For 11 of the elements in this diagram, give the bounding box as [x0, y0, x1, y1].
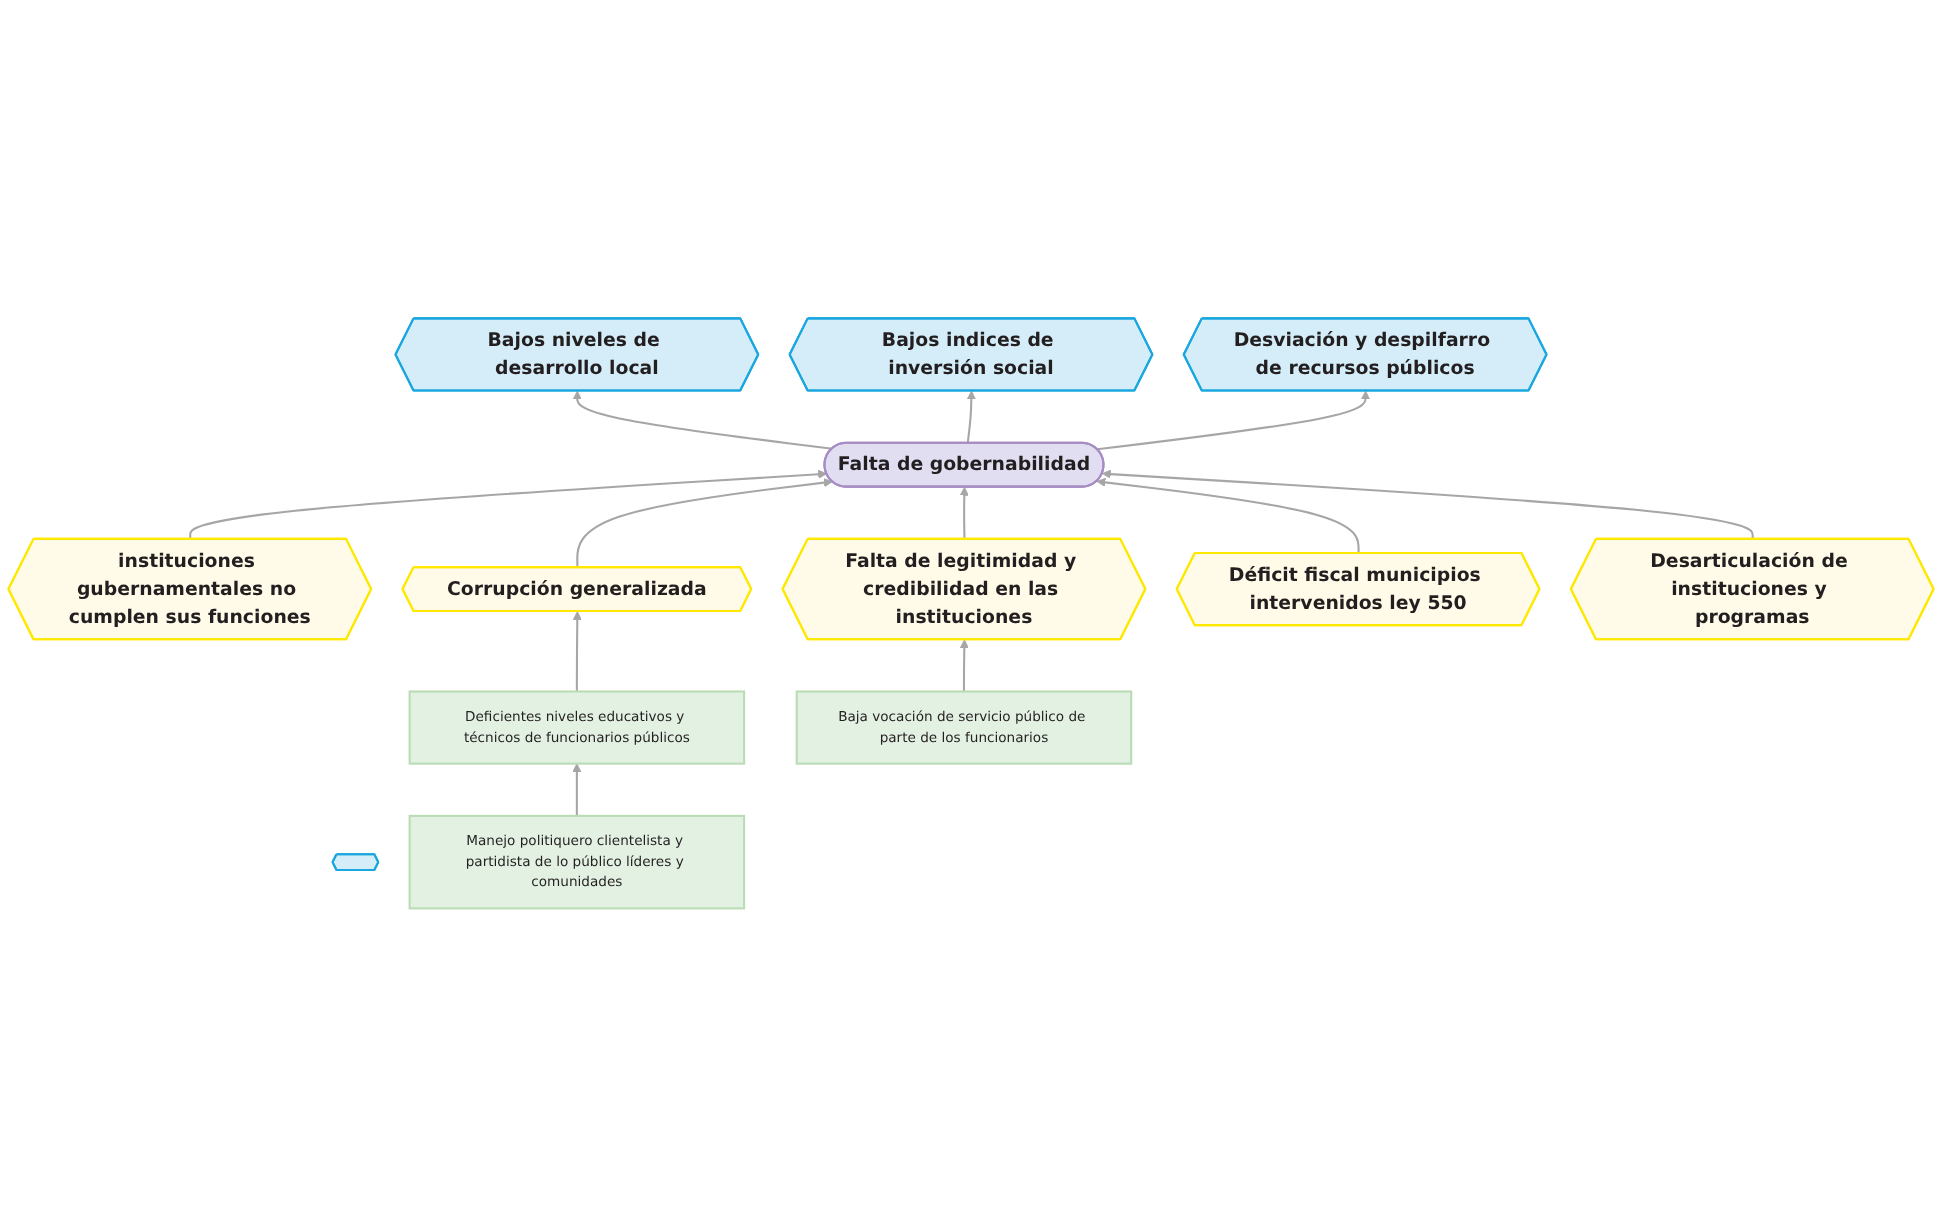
arrow: [572, 763, 582, 817]
arrow: [959, 487, 969, 541]
arrow: [1101, 470, 1754, 541]
arrow: [1097, 391, 1371, 451]
arrow: [572, 391, 833, 451]
arrow: [572, 611, 582, 693]
arrow: [189, 470, 828, 541]
arrow: [966, 391, 976, 444]
arrow: [1096, 478, 1360, 555]
arrow: [576, 478, 833, 569]
arrow: [959, 639, 969, 693]
